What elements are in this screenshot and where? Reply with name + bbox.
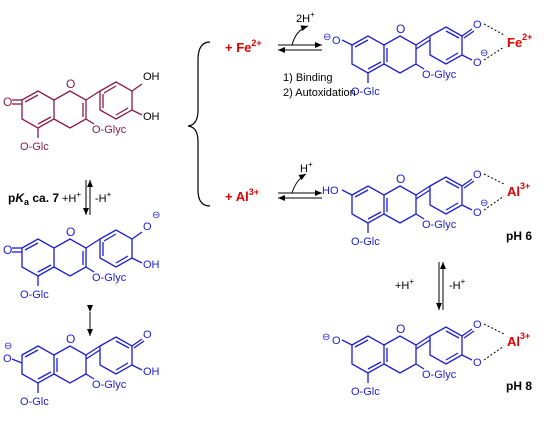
al8-minus-left: ⊖ (322, 332, 330, 343)
curly-bracket (187, 41, 211, 207)
al8-o-minus: O (332, 335, 341, 347)
al-proton-curve (291, 173, 307, 194)
al6-o-glyc: O-Glyc (422, 219, 457, 231)
left-minus-h: -H+ (95, 190, 112, 205)
mol2-o-glyc: O-Glyc (92, 272, 127, 284)
fe-minus-bottom: ⊖ (480, 48, 488, 59)
al6-ho: HO (322, 185, 339, 197)
al6-o-glc: O-Glc (351, 236, 380, 248)
fe-o-top: O (473, 19, 482, 31)
mol3-o-minus: O (3, 353, 12, 365)
molecule-quinoidal-base (12, 81, 143, 138)
al8-metal: Al3+ (507, 331, 530, 349)
fe-proton-curve (291, 25, 309, 46)
al6-minus: ⊖ (480, 198, 488, 209)
fe-o-minus-left: O (332, 35, 341, 47)
mol2-oh: OH (143, 259, 160, 271)
fe-reagent: + Fe2+ (225, 38, 262, 55)
al6-coord-top (483, 173, 505, 185)
fe-coord-top (483, 23, 505, 36)
right-plus-h: +H+ (395, 277, 414, 292)
al6-o-top: O (473, 169, 482, 181)
binding-step: 1) Binding (283, 72, 333, 84)
mol3-minus-sign: ⊖ (4, 341, 12, 352)
mol1-o-ring: O (66, 77, 75, 91)
mol1-oh-top: OH (143, 71, 160, 83)
mol1-o-ketone: O (3, 95, 12, 109)
molecule-al-complex-ph8 (341, 326, 475, 383)
mol2-o-ketone: O (3, 243, 12, 257)
fe-metal: Fe2+ (507, 32, 532, 50)
mol1-oh-bottom: OH (143, 111, 160, 123)
molecule-al-complex-ph6 (341, 176, 475, 233)
mol2-o-glc: O-Glc (20, 289, 49, 301)
al6-coord-bottom (483, 195, 505, 211)
al6-o-ring: O (396, 172, 405, 186)
fe-o-glyc: O-Glyc (422, 69, 457, 81)
molecule-anion-a (12, 229, 143, 286)
pka-label: pKa ca. 7 (8, 191, 59, 207)
al8-coord-bottom (483, 345, 505, 361)
fe-two-h: 2H+ (296, 10, 315, 25)
mol3-oh: OH (143, 366, 160, 378)
al8-o-ring: O (396, 322, 405, 336)
molecule-fe-complex (341, 26, 475, 83)
molecule-anion-b (11, 336, 145, 393)
al8-o-glc: O-Glc (351, 386, 380, 398)
al-h: H+ (300, 160, 313, 175)
mol1-o-glyc: O-Glyc (92, 124, 127, 136)
al-reagent: + Al3+ (225, 187, 259, 204)
mol2-o-ring: O (66, 225, 75, 239)
right-minus-h: -H+ (449, 277, 466, 292)
al6-o-bottom: O (473, 207, 482, 219)
mol2-o-minus: O (143, 221, 152, 233)
al6-metal: Al3+ (507, 181, 530, 199)
fe-minus-left: ⊖ (323, 32, 331, 43)
mol1-o-glc: O-Glc (20, 141, 49, 153)
al8-coord-top (483, 323, 505, 335)
left-plus-h: +H+ (62, 190, 81, 205)
mol2-minus-sign: ⊖ (152, 210, 160, 221)
fe-o-bottom: O (473, 57, 482, 69)
ph6-label: pH 6 (506, 229, 532, 243)
al8-o-glyc: O-Glyc (422, 369, 457, 381)
fe-o-glc: O-Glc (351, 86, 380, 98)
al8-o-bottom: O (473, 357, 482, 369)
fe-o-ring: O (396, 22, 405, 36)
al8-o-top: O (473, 319, 482, 331)
autoxidation-step: 2) Autoxidation (283, 87, 356, 99)
mol3-o-glc: O-Glc (20, 396, 49, 408)
ph8-label: pH 8 (506, 379, 532, 393)
mol3-o-glyc: O-Glyc (92, 379, 127, 391)
mol3-o-ketone: O (143, 329, 152, 341)
mol3-o-ring: O (66, 332, 75, 346)
